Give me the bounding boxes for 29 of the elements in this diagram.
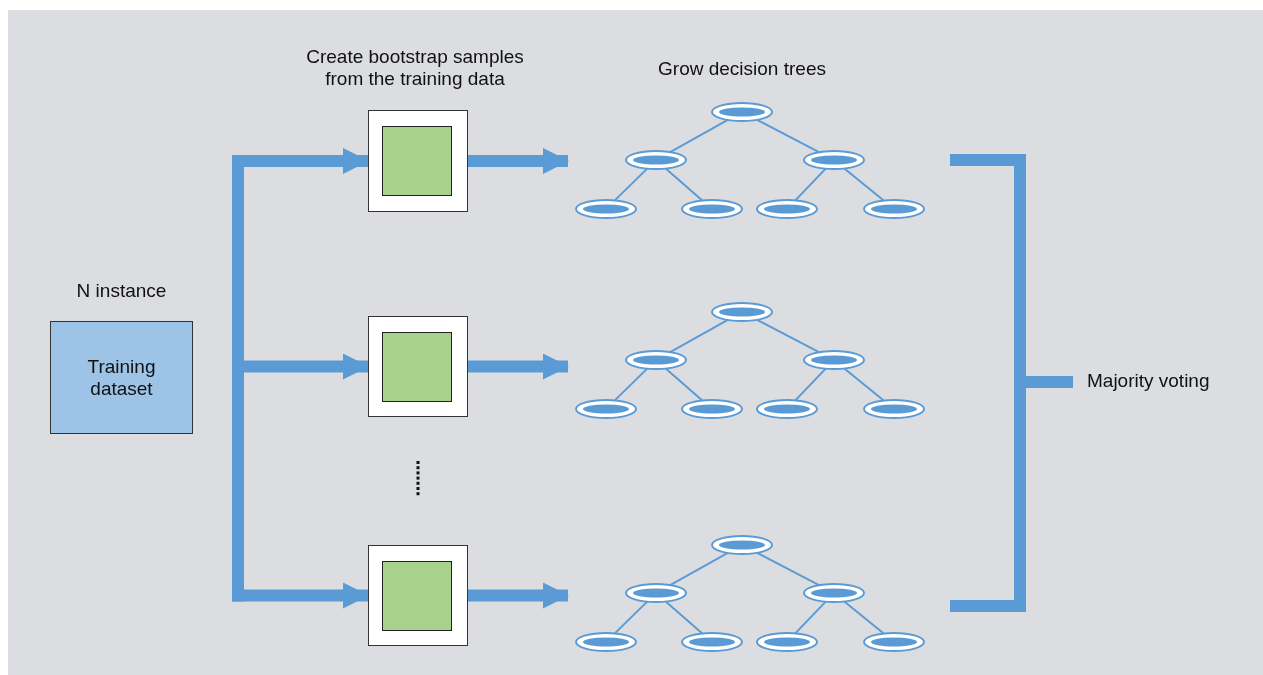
- tree-branch-line: [664, 600, 704, 635]
- sample-box: [368, 110, 468, 212]
- tree-branch-line: [794, 367, 827, 402]
- tree-branch-line: [756, 118, 820, 154]
- tree-branch-line: [843, 600, 885, 635]
- tree-branch-line: [613, 600, 649, 635]
- sample-box: [368, 316, 468, 417]
- tree-branch-line: [794, 167, 827, 202]
- tree-branch-line: [843, 167, 885, 202]
- tree-branch-line: [756, 318, 820, 354]
- tree-branch-line: [664, 367, 704, 402]
- tree-branch-line: [843, 367, 885, 402]
- arrow: [468, 148, 569, 174]
- column-heading: Create bootstrap samples from the training data: [305, 46, 525, 90]
- sample-box: [368, 545, 468, 646]
- dataset-box: Training dataset: [50, 321, 193, 434]
- tree-branch-line: [756, 551, 820, 587]
- arrow: [468, 582, 569, 609]
- tree-branch-line: [669, 118, 729, 154]
- node-heading: N instance: [75, 280, 168, 303]
- output-label: Majority voting: [1073, 370, 1233, 394]
- arrow: [468, 353, 569, 380]
- column-heading: Grow decision trees: [657, 58, 827, 80]
- tree-branch-line: [613, 167, 649, 202]
- tree-branch-line: [794, 600, 827, 635]
- tree-branch-line: [664, 167, 704, 202]
- tree-branch-line: [613, 367, 649, 402]
- tree-branch-line: [669, 318, 729, 354]
- tree-branch-line: [669, 551, 729, 587]
